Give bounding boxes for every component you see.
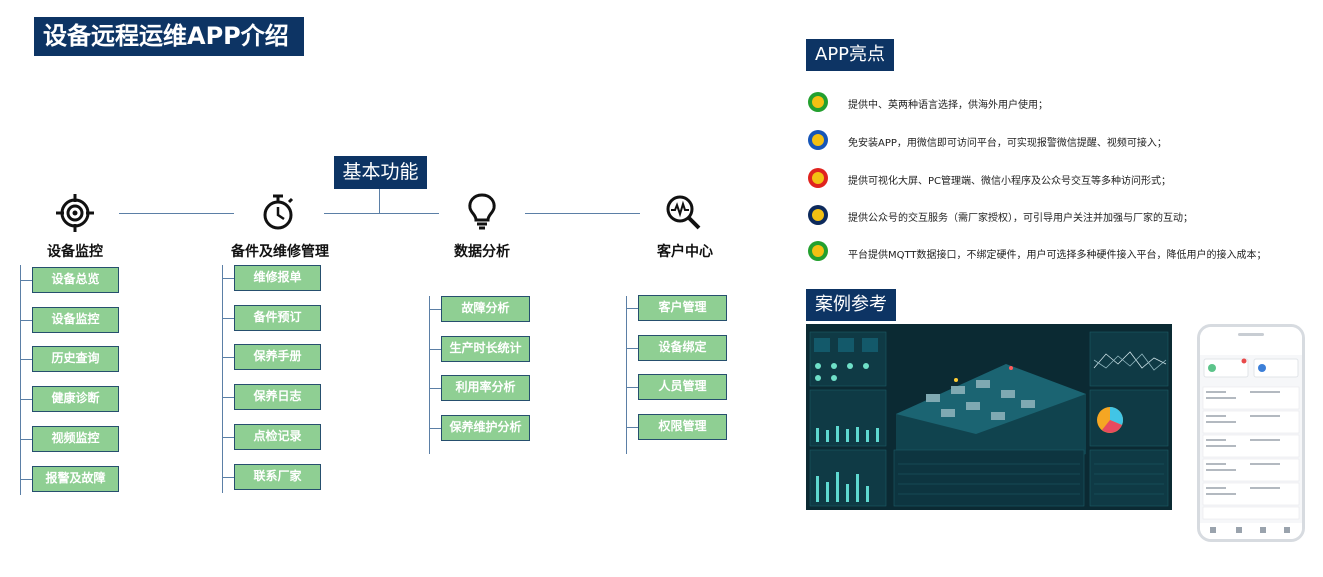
category-title: 设备监控 bbox=[47, 244, 103, 260]
tree-branch bbox=[626, 427, 638, 428]
tree-branch bbox=[20, 320, 32, 321]
highlight-bullet-icon bbox=[808, 168, 828, 188]
tree-branch bbox=[20, 280, 32, 281]
tree-branch bbox=[222, 278, 234, 279]
tree-branch bbox=[20, 359, 32, 360]
feature-personnel-management[interactable]: 人员管理 bbox=[638, 374, 727, 400]
tree-trunk bbox=[20, 265, 21, 495]
tree-branch bbox=[20, 399, 32, 400]
tree-branch bbox=[429, 428, 441, 429]
tree-branch bbox=[222, 397, 234, 398]
highlight-text: 提供可视化大屏、PC管理端、微信小程序及公众号交互等多种访问形式； bbox=[848, 176, 1172, 187]
magnifier-pulse-icon bbox=[663, 192, 703, 232]
highlight-text: 提供公众号的交互服务（需厂家授权），可引导用户关注并加强与厂家的互动； bbox=[848, 213, 1193, 224]
page-title: 设备远程运维APP介绍 bbox=[34, 17, 304, 56]
feature-device-monitoring[interactable]: 设备监控 bbox=[32, 307, 119, 333]
highlight-text: 提供中、英两种语言选择，供海外用户使用； bbox=[848, 100, 1048, 111]
tree-trunk bbox=[429, 296, 430, 454]
feature-utilization-analysis[interactable]: 利用率分析 bbox=[441, 375, 530, 401]
category-title: 数据分析 bbox=[454, 244, 510, 260]
feature-customer-management[interactable]: 客户管理 bbox=[638, 295, 727, 321]
tree-trunk bbox=[626, 296, 627, 454]
highlight-bullet-icon bbox=[808, 92, 828, 112]
tree-branch bbox=[20, 479, 32, 480]
connector-vertical bbox=[379, 189, 380, 214]
feature-parts-order[interactable]: 备件预订 bbox=[234, 305, 321, 331]
category-title: 客户中心 bbox=[657, 244, 713, 260]
tree-branch bbox=[626, 308, 638, 309]
highlight-bullet-icon bbox=[808, 205, 828, 225]
lightbulb-icon bbox=[462, 192, 502, 232]
feature-alarm-fault[interactable]: 报警及故障 bbox=[32, 466, 119, 492]
tree-branch bbox=[222, 318, 234, 319]
highlight-text: 平台提供MQTT数据接口，不绑定硬件，用户可选择多种硬件接入平台，降低用户的接入… bbox=[848, 250, 1267, 261]
connector-segment-3 bbox=[525, 213, 640, 214]
highlight-bullet-icon bbox=[808, 130, 828, 150]
tree-branch bbox=[20, 439, 32, 440]
feature-history-query[interactable]: 历史查询 bbox=[32, 346, 119, 372]
tree-branch bbox=[429, 349, 441, 350]
tree-branch bbox=[429, 309, 441, 310]
feature-repair-report[interactable]: 维修报单 bbox=[234, 265, 321, 291]
category-title: 备件及维修管理 bbox=[231, 244, 329, 260]
highlight-bullet-icon bbox=[808, 241, 828, 261]
highlight-text: 免安装APP，用微信即可访问平台，可实现报警微信提醒、视频可接入； bbox=[848, 138, 1167, 149]
target-crosshair-icon bbox=[55, 193, 95, 233]
feature-health-diagnosis[interactable]: 健康诊断 bbox=[32, 386, 119, 412]
dashboard-screenshot bbox=[806, 324, 1172, 510]
tree-trunk bbox=[222, 265, 223, 493]
tree-branch bbox=[626, 387, 638, 388]
feature-maintenance-log[interactable]: 保养日志 bbox=[234, 384, 321, 410]
case-reference-label: 案例参考 bbox=[806, 289, 896, 321]
feature-maintenance-manual[interactable]: 保养手册 bbox=[234, 344, 321, 370]
tree-branch bbox=[626, 348, 638, 349]
feature-production-time-stats[interactable]: 生产时长统计 bbox=[441, 336, 530, 362]
tree-branch bbox=[222, 437, 234, 438]
feature-permission-management[interactable]: 权限管理 bbox=[638, 414, 727, 440]
mobile-app-screenshot bbox=[1197, 324, 1305, 542]
feature-contact-vendor[interactable]: 联系厂家 bbox=[234, 464, 321, 490]
feature-device-overview[interactable]: 设备总览 bbox=[32, 267, 119, 293]
tree-branch bbox=[429, 388, 441, 389]
feature-maintenance-analysis[interactable]: 保养维护分析 bbox=[441, 415, 530, 441]
feature-video-monitoring[interactable]: 视频监控 bbox=[32, 426, 119, 452]
tree-branch bbox=[222, 477, 234, 478]
tree-branch bbox=[222, 357, 234, 358]
highlights-label: APP亮点 bbox=[806, 39, 895, 71]
connector-segment-1 bbox=[119, 213, 234, 214]
connector-segment-2 bbox=[324, 213, 439, 214]
feature-fault-analysis[interactable]: 故障分析 bbox=[441, 296, 530, 322]
basic-functions-label: 基本功能 bbox=[334, 156, 427, 189]
stopwatch-icon bbox=[258, 192, 298, 232]
feature-inspection-record[interactable]: 点检记录 bbox=[234, 424, 321, 450]
feature-device-binding[interactable]: 设备绑定 bbox=[638, 335, 727, 361]
